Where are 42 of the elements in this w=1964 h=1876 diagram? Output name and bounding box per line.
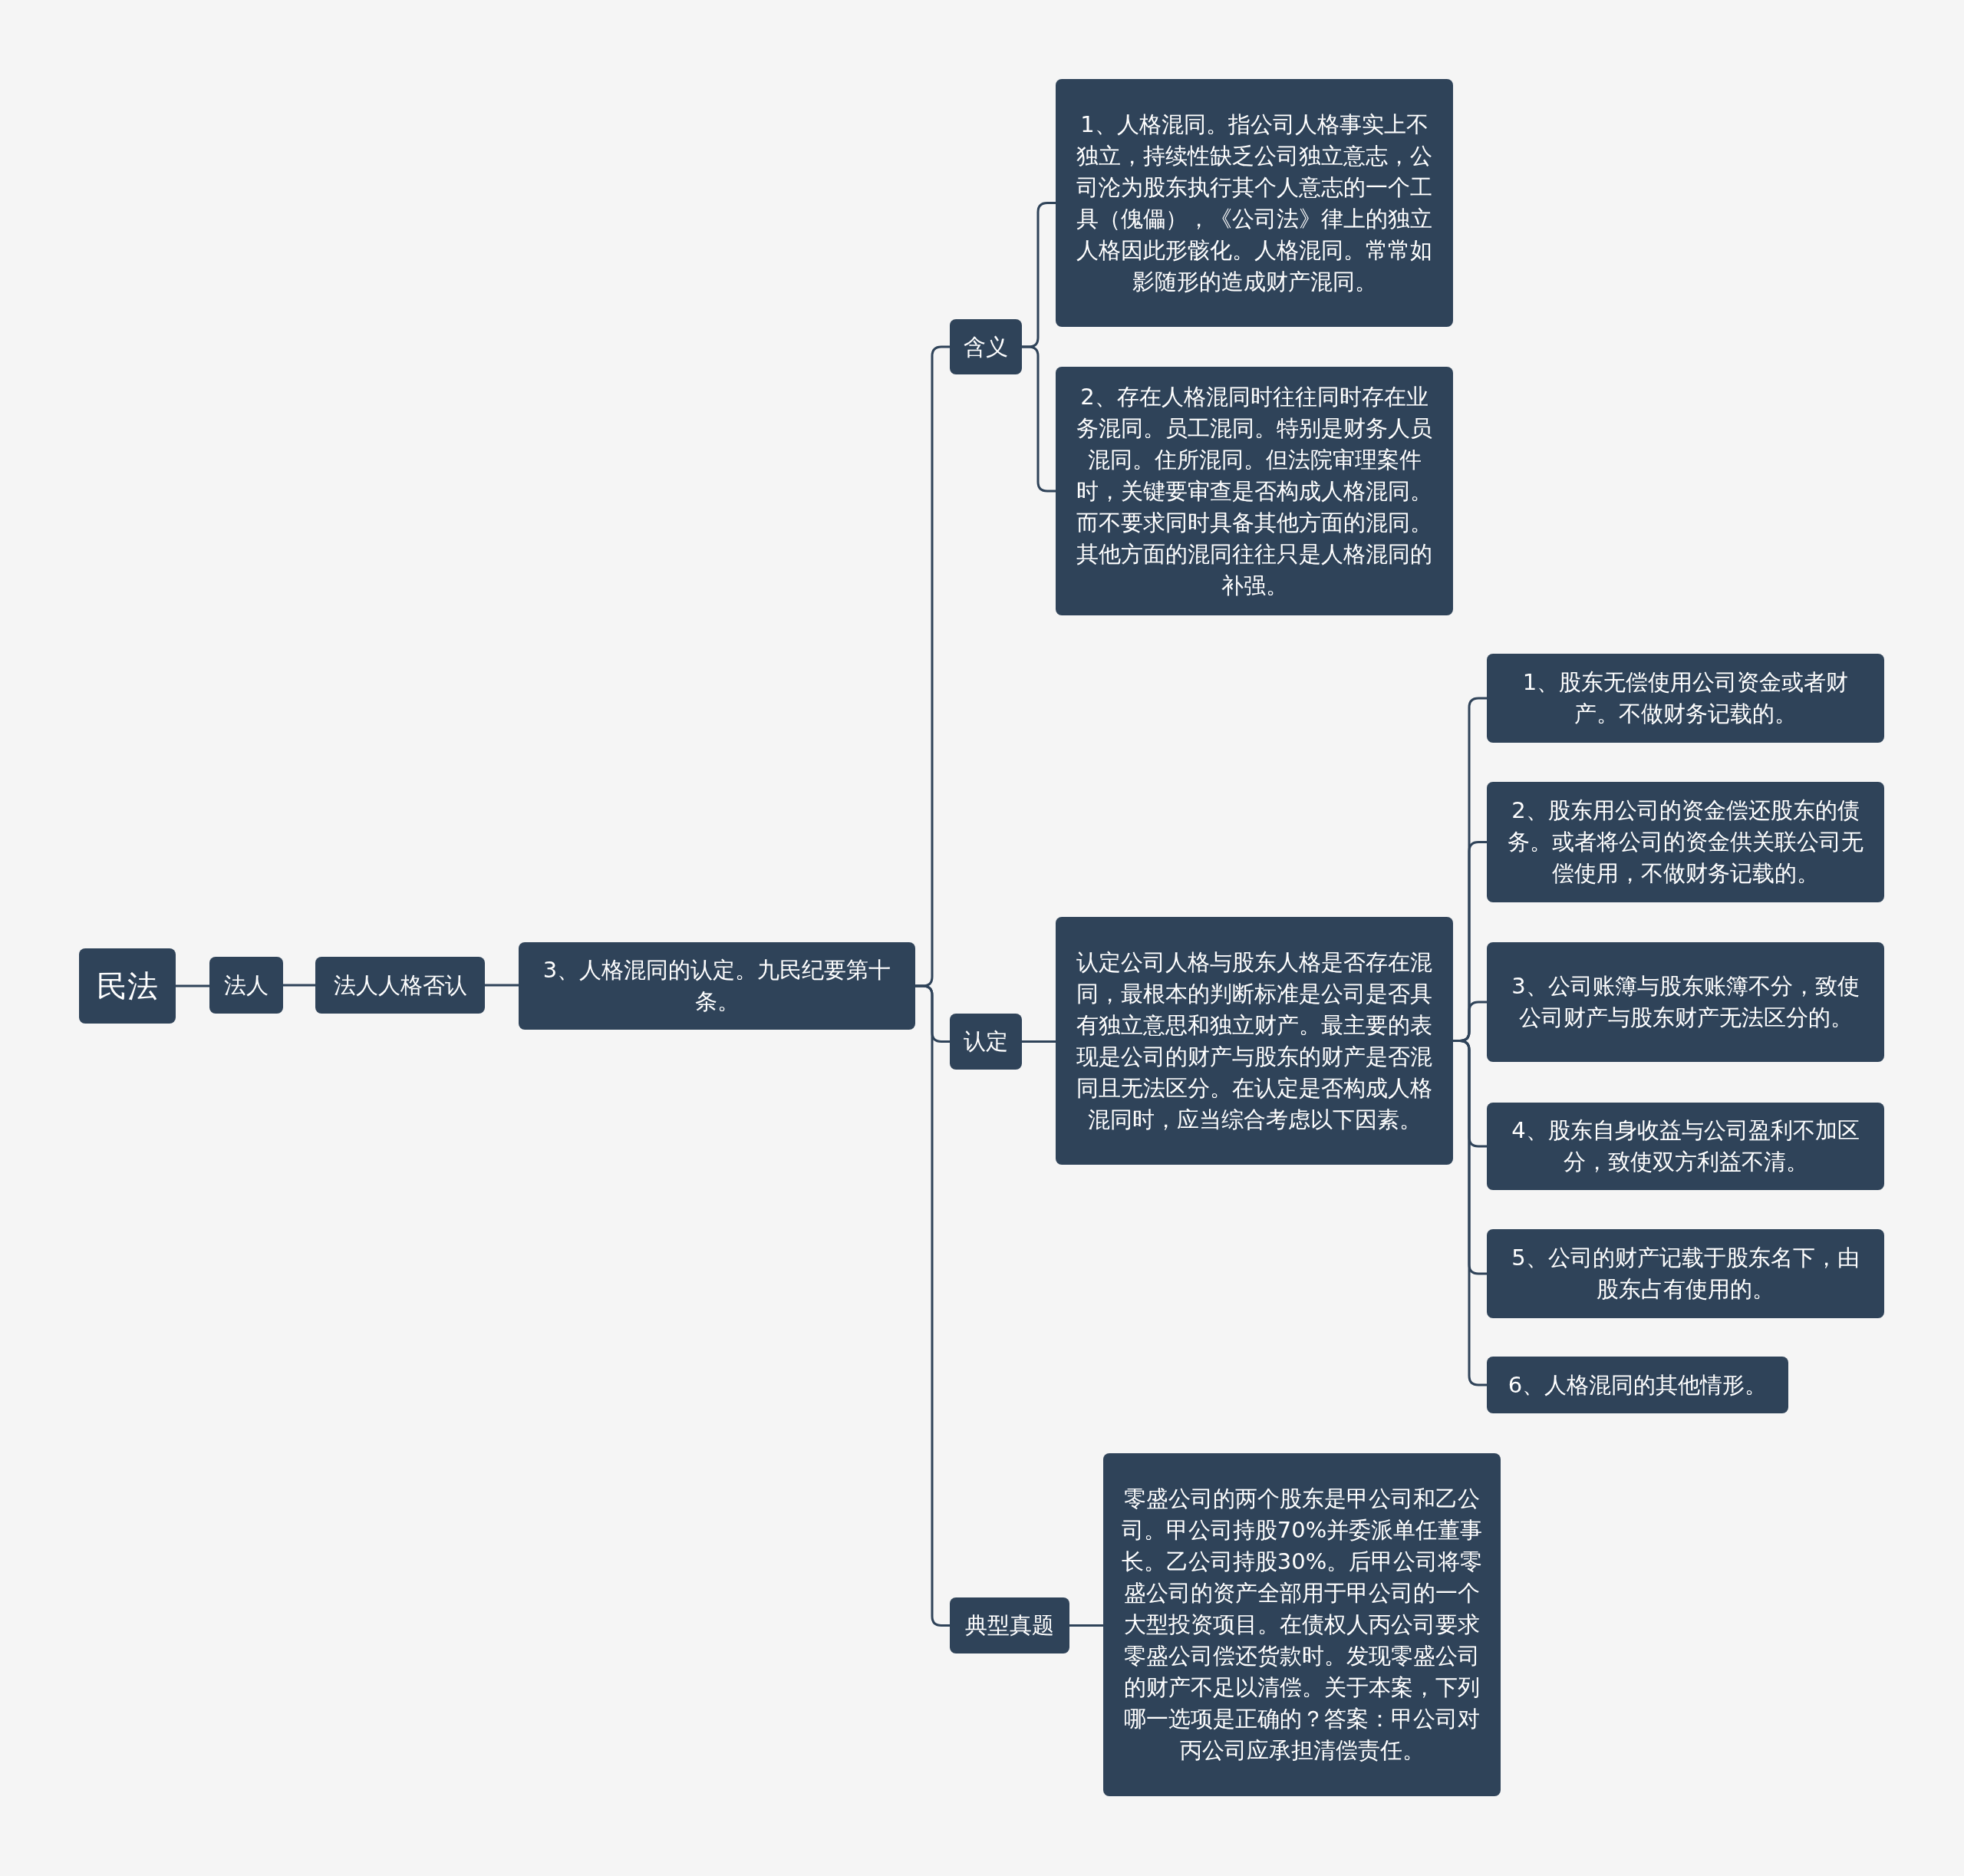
topic-text: 5、公司的财产记载于股东名下，由股东占有使用的。	[1511, 1244, 1860, 1304]
topic-box	[1056, 917, 1453, 1165]
topic-text: 法人人格否认	[333, 971, 467, 1000]
topic-text: 认定公司人格与股东人格是否存在混同，最根本的判断标准是公司是否具有独立意思和独立财产。最主要的表现是公司的财产与股东的财产是否混同且无法区分。在认定是否构成人格混同时，应当综合考虑以下因素。	[1076, 948, 1433, 1134]
connector-line	[1069, 1624, 1103, 1627]
topic-text: 民法	[97, 970, 158, 1002]
connector-line	[1022, 1040, 1056, 1043]
topic-box	[519, 942, 915, 1030]
connector-line	[176, 984, 209, 987]
topic-text: 3、公司账簿与股东账簿不分，致使公司财产与股东财产无法区分的。	[1511, 972, 1860, 1032]
topic-text: 含义	[964, 332, 1008, 361]
topic-text: 2、存在人格混同时往往同时存在业务混同。员工混同。特别是财务人员混同。住所混同。但法院审理案件时，关键要审查是否构成人格混同。而不要求同时具备其他方面的混同。其他方面的混同往往只是人格混同的补强。	[1076, 382, 1433, 600]
topic-box	[79, 948, 176, 1024]
connector-line	[283, 984, 315, 987]
topic-text: 零盛公司的两个股东是甲公司和乙公司。甲公司持股70%并委派单任董事长。乙公司持股30%。后甲公司将零盛公司的资产全部用于甲公司的一个大型投资项目。在债权人丙公司要求零盛公司偿还货款时。发现零盛公司的财产不足以清偿。关于本案，下列哪一选项是正确的？答案：甲公司对丙公司应承担清偿责任。	[1120, 1485, 1484, 1765]
topic-box	[1487, 1229, 1884, 1318]
topic-text: 4、股东自身收益与公司盈利不加区分，致使双方利益不清。	[1511, 1116, 1860, 1176]
topic-box	[1056, 79, 1453, 327]
topic-box	[315, 957, 485, 1014]
connector-line	[485, 984, 519, 987]
topic-text: 6、人格混同的其他情形。	[1508, 1370, 1768, 1400]
topic-box	[1487, 782, 1884, 902]
connector-line	[915, 984, 950, 1627]
topic-text: 1、人格混同。指公司人格事实上不独立，持续性缺乏公司独立意志，公司沦为股东执行其个人意志的一个工具（傀儡），《公司法》律上的独立人格因此形骸化。人格混同。常常如影随形的造成财产混同。	[1076, 110, 1433, 296]
topic-box	[950, 1597, 1069, 1653]
topic-text: 3、人格混同的认定。九民纪要第十条。	[542, 956, 892, 1016]
topic-box	[1056, 367, 1453, 615]
topic-box	[950, 319, 1022, 374]
topic-text: 典型真题	[965, 1611, 1054, 1640]
topic-text: 2、股东用公司的资金偿还股东的债务。或者将公司的资金供关联公司无偿使用，不做财务记载的。	[1507, 796, 1864, 888]
connector-line	[1453, 1040, 1487, 1386]
topic-box	[1103, 1453, 1501, 1796]
topic-text: 法人	[224, 971, 269, 1000]
topic-box	[950, 1014, 1022, 1070]
topic-box	[1487, 942, 1884, 1062]
topic-text: 1、股东无偿使用公司资金或者财产。不做财务记载的。	[1521, 668, 1850, 728]
topic-text: 认定	[964, 1027, 1008, 1056]
topic-box	[1487, 1103, 1884, 1190]
connector-line	[1022, 345, 1056, 493]
topic-box	[1487, 1357, 1788, 1413]
topic-box	[1487, 654, 1884, 743]
topic-box	[209, 957, 283, 1014]
